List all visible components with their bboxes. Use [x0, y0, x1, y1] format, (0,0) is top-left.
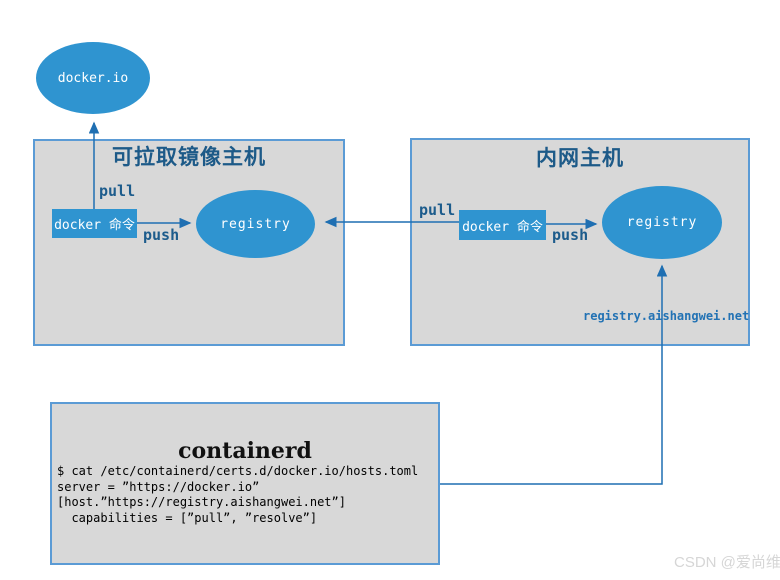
- left-host-title: 可拉取镜像主机: [112, 146, 266, 169]
- right-host-title: 内网主机: [536, 147, 624, 170]
- csdn-watermark: CSDN @爱尚维: [674, 554, 780, 571]
- left-registry-label: registry: [220, 216, 291, 232]
- left-pull-label: pull: [99, 182, 136, 200]
- code-line: [host.”https://registry.aishangwei.net”]: [57, 495, 346, 509]
- left-registry-node: registry: [196, 190, 315, 258]
- left-push-label: push: [143, 226, 180, 244]
- right-docker-cmd-node: docker 命令: [459, 210, 546, 240]
- code-line: capabilities = [”pull”, ”resolve”]: [57, 510, 318, 525]
- right-registry-label: registry: [626, 215, 698, 230]
- right-registry-node: registry: [602, 186, 722, 259]
- right-push-label: push: [552, 226, 589, 244]
- left-docker-cmd-node: docker 命令: [52, 209, 137, 238]
- containerd-config-code: $ cat /etc/containerd/certs.d/docker.io/…: [57, 464, 418, 526]
- containerd-title: containerd: [178, 438, 312, 464]
- code-line: server = ”https://docker.io”: [57, 479, 260, 494]
- code-line: $ cat /etc/containerd/certs.d/docker.io/…: [57, 464, 419, 478]
- right-pull-label: pull: [419, 201, 456, 219]
- docker-io-node: docker.io: [36, 42, 150, 114]
- containerd-box: [50, 402, 440, 565]
- docker-io-label: docker.io: [57, 70, 129, 86]
- registry-domain-label: registry.aishangwei.net: [583, 309, 750, 323]
